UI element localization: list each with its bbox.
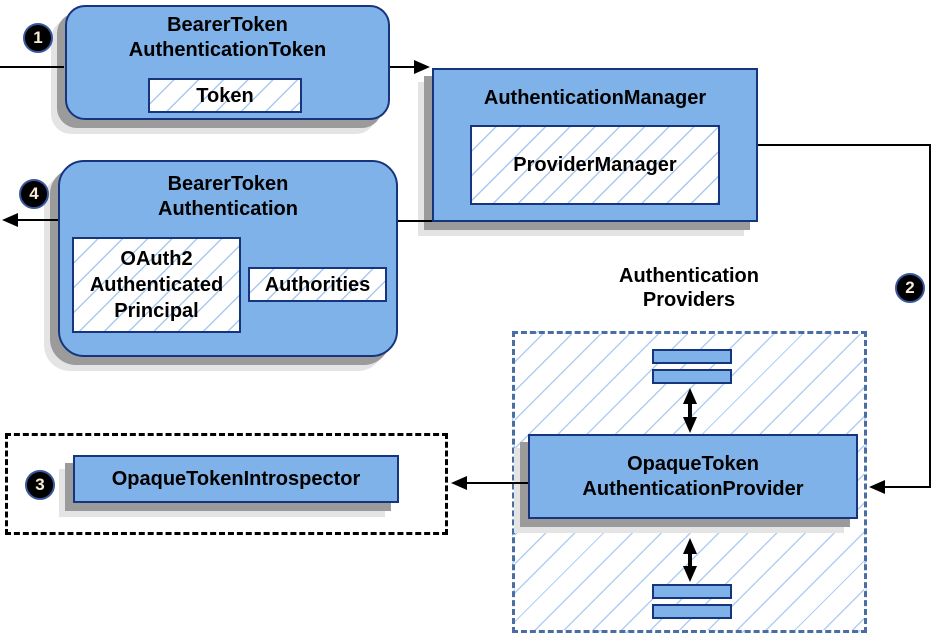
step-2-number: 2 <box>905 278 915 297</box>
opaque-token-authentication-provider-line1: OpaqueToken <box>627 452 759 475</box>
provider-stub-bar-top-1 <box>652 349 732 364</box>
node-token: Token <box>148 78 302 113</box>
authorities-label: Authorities <box>264 273 371 296</box>
step-3-badge: 3 <box>25 470 55 500</box>
oauth2-authenticated-principal-line1: OAuth2 <box>120 248 193 270</box>
opaque-token-authentication-provider-line2: AuthenticationProvider <box>582 477 804 500</box>
node-opaque-token-introspector: OpaqueTokenIntrospector <box>73 455 399 503</box>
node-authorities: Authorities <box>248 267 387 302</box>
node-oauth2-authenticated-principal: OAuth2 Authenticated Principal <box>72 237 241 333</box>
node-bearer-token-authentication-token-title-line1: BearerToken <box>167 14 288 36</box>
token-label: Token <box>196 84 254 107</box>
step-4-number: 4 <box>29 184 39 203</box>
provider-stub-bar-bottom-1 <box>652 584 732 599</box>
authentication-providers-heading: Authentication Providers <box>589 264 789 312</box>
opaque-token-introspector-label: OpaqueTokenIntrospector <box>111 467 361 490</box>
step-1-number: 1 <box>33 28 43 47</box>
node-opaque-token-authentication-provider: OpaqueToken AuthenticationProvider <box>528 434 858 519</box>
authentication-manager-title: AuthenticationManager <box>483 87 707 109</box>
node-bearer-token-authentication-token-title-line2: AuthenticationToken <box>128 39 327 61</box>
step-4-badge: 4 <box>19 179 49 209</box>
provider-manager-label: ProviderManager <box>513 154 677 176</box>
bearer-token-authentication-title-line2: Authentication <box>158 198 298 220</box>
step-1-badge: 1 <box>23 23 53 53</box>
provider-stub-bar-bottom-2 <box>652 604 732 619</box>
connector-authentication-outgoing <box>2 213 58 227</box>
step-2-badge: 2 <box>895 273 925 303</box>
provider-stub-bar-top-2 <box>652 369 732 384</box>
oauth2-authenticated-principal-line2: Authenticated <box>89 274 224 296</box>
oauth2-authenticated-principal-line3: Principal <box>114 300 199 322</box>
authentication-providers-heading-line1: Authentication <box>619 265 759 287</box>
node-provider-manager: ProviderManager <box>470 125 720 205</box>
bearer-token-authentication-title-line1: BearerToken <box>167 173 289 195</box>
step-3-number: 3 <box>35 475 45 494</box>
connector-token-to-authentication-manager <box>390 60 430 74</box>
authentication-providers-heading-line2: Providers <box>642 289 736 311</box>
